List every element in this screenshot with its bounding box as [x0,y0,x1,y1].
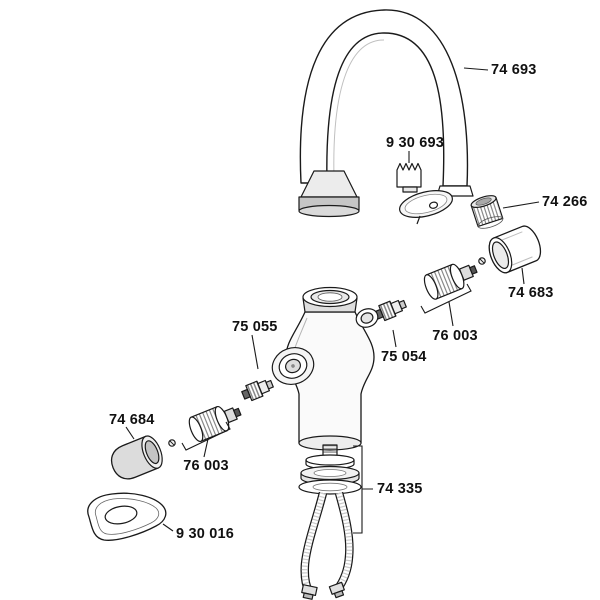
label-mounting-set: 74 335 [377,481,423,497]
crown-neck [402,186,418,193]
base-plate [87,492,167,541]
horseshoe-washer-bore [312,482,348,492]
label-base-plate: 9 30 016 [176,526,234,542]
screw-right-slot [479,258,485,264]
escutcheon-stud [416,215,421,225]
sleeve-line-bottom [509,256,533,267]
spout [298,9,474,218]
cartridge-right-end-left [423,274,439,300]
label-spindle-right: 75 054 [381,349,427,365]
body-bottom [298,435,362,451]
faucet-body [271,286,379,451]
handle-adapter [396,162,453,225]
sleeve-nut [488,225,542,274]
hose-right-fitting [328,581,345,599]
body-top-bore [317,292,343,302]
label-aerator: 74 266 [542,194,588,210]
leader-spindle-right [392,329,397,348]
washer-top [305,454,355,466]
cartridge-left [188,405,242,443]
leader-cartridge-right [420,283,472,327]
spindle-left-nub [265,379,274,390]
cartridge-right-tip [469,265,478,275]
leader-cartridge-left [181,421,231,458]
label-spindle-left: 75 055 [232,319,278,335]
aerator-bottom [477,216,504,229]
hose-left-fitting-tip [302,592,314,600]
label-spout: 74 693 [491,62,537,78]
aerator-mesh [475,197,492,206]
cartridge-right [423,263,478,300]
leader-sleeve [521,267,525,285]
spindle-right-ridges [379,301,396,321]
body-port-right [355,308,379,328]
crown-gear [396,162,422,188]
escutcheon-hole [428,201,439,209]
leader-lines [125,67,540,534]
mounting-set [298,444,362,600]
hose-left-fitting [301,584,318,600]
spindle-right [374,299,407,322]
aerator [470,195,504,229]
body-port-right-inner [360,312,374,324]
label-handle-part: 9 30 693 [386,135,444,151]
cartridge-left-tip [233,407,242,418]
label-cartridge-left: 76 003 [183,458,229,474]
base-plate-hole [104,505,138,525]
supply-hoses [300,491,354,594]
label-handle-cap: 74 684 [109,412,155,428]
base-plate-inner [94,498,160,535]
label-cartridge-right: 76 003 [432,328,478,344]
cartridge-left-end-left [188,416,204,443]
sleeve-bore [491,241,510,270]
spout-base-bottom [298,204,360,218]
handle-cap-bore [144,440,160,465]
artwork [87,9,542,600]
label-sleeve: 74 683 [508,285,554,301]
spout-tube [299,9,469,187]
escutcheon [399,190,453,218]
leader-handle-cap [125,426,135,440]
spindle-left [241,379,274,402]
screw-left-slot [169,440,175,446]
hose-right-fitting-tip [333,590,345,599]
leader-spindle-left [251,334,259,370]
handle-cap [110,435,163,480]
leader-aerator [502,201,540,209]
spindle-left-ridges [246,381,263,401]
hose-right-braid [334,492,353,592]
aerator-knurl [472,197,502,227]
leader-mounting-set [353,445,373,534]
part-labels: 74 693 9 30 693 74 266 74 683 76 003 75 … [109,62,588,542]
body-port-left [271,347,315,385]
spout-highlight [333,39,385,179]
sleeve-line-top [498,231,523,242]
leader-spout [463,67,489,71]
body-port-left-center [291,364,295,368]
spindle-right-nub [398,299,407,310]
leader-base-plate [162,523,174,532]
flange-bore [313,469,347,477]
escutcheon-inner [404,193,448,215]
